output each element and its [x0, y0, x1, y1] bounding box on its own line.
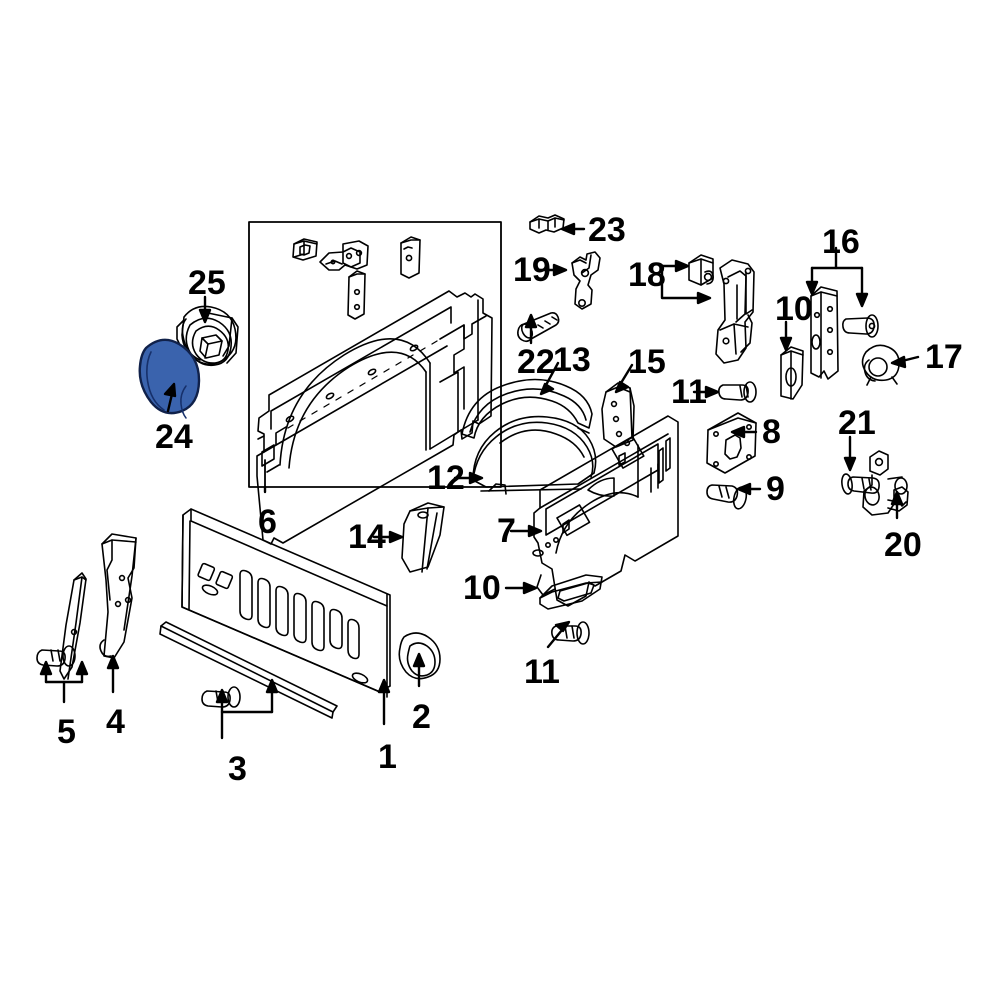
part-11-right-bolt: [718, 381, 757, 403]
callout-8: 8: [762, 413, 781, 451]
part-19-latch-link: [571, 251, 601, 310]
callout-10-right: 10: [775, 290, 813, 328]
callout-20: 20: [884, 526, 922, 564]
part-16-bolt: [842, 314, 879, 338]
part-6-box-side-panel-group: [248, 221, 502, 545]
callout-13: 13: [553, 341, 591, 379]
part-24-fuel-filler-door: [138, 338, 201, 419]
callout-10: 10: [463, 569, 501, 607]
callout-3: 3: [228, 750, 247, 788]
part-17-bushing: [861, 344, 900, 386]
callout-18: 18: [628, 256, 666, 294]
callout-1: 1: [378, 738, 397, 776]
callout-12: 12: [427, 459, 465, 497]
part-7-inner-quarter-panel: [532, 415, 679, 607]
callout-17: 17: [925, 338, 963, 376]
callout-22: 22: [517, 343, 555, 381]
callout-16: 16: [822, 223, 860, 261]
callout-11-right: 11: [671, 373, 707, 411]
part-16-latch-support: [810, 286, 839, 380]
callout-23: 23: [588, 211, 626, 249]
part-6-panel-body: [256, 290, 493, 545]
part-14-corner-cap: [401, 502, 445, 573]
callout-9: 9: [766, 470, 785, 508]
part-21-bolt: [841, 473, 880, 495]
part-5-trim-strip: [59, 572, 87, 680]
callout-7: 7: [497, 512, 516, 550]
callout-21: 21: [838, 404, 876, 442]
part-6-small-brackets: [292, 236, 421, 320]
part-5-bolt: [36, 645, 76, 667]
leader-lines: [39, 222, 920, 740]
callout-19: 19: [513, 251, 551, 289]
callout-14: 14: [348, 518, 386, 556]
part-18-latch-body: [715, 259, 755, 364]
callout-2: 2: [412, 698, 431, 736]
part-18-latch-actuator: [688, 254, 714, 286]
part-22-bolt: [517, 312, 560, 343]
callout-5: 5: [57, 713, 76, 751]
part-4-side-reinforcement: [99, 533, 137, 659]
callout-11: 11: [524, 653, 560, 691]
part-10-right-bracket: [780, 346, 804, 400]
part-12-wheelhouse-liner: [472, 415, 597, 495]
part-8-striker-plate: [706, 412, 757, 474]
callout-24: 24: [155, 418, 193, 456]
callout-6: 6: [258, 503, 277, 541]
part-2-handle-bezel: [398, 632, 441, 680]
callout-15: 15: [628, 343, 666, 381]
part-1-tailgate: [181, 508, 391, 698]
callout-4: 4: [106, 703, 125, 741]
part-10-center-bracket: [539, 574, 603, 610]
callout-25: 25: [188, 264, 226, 302]
